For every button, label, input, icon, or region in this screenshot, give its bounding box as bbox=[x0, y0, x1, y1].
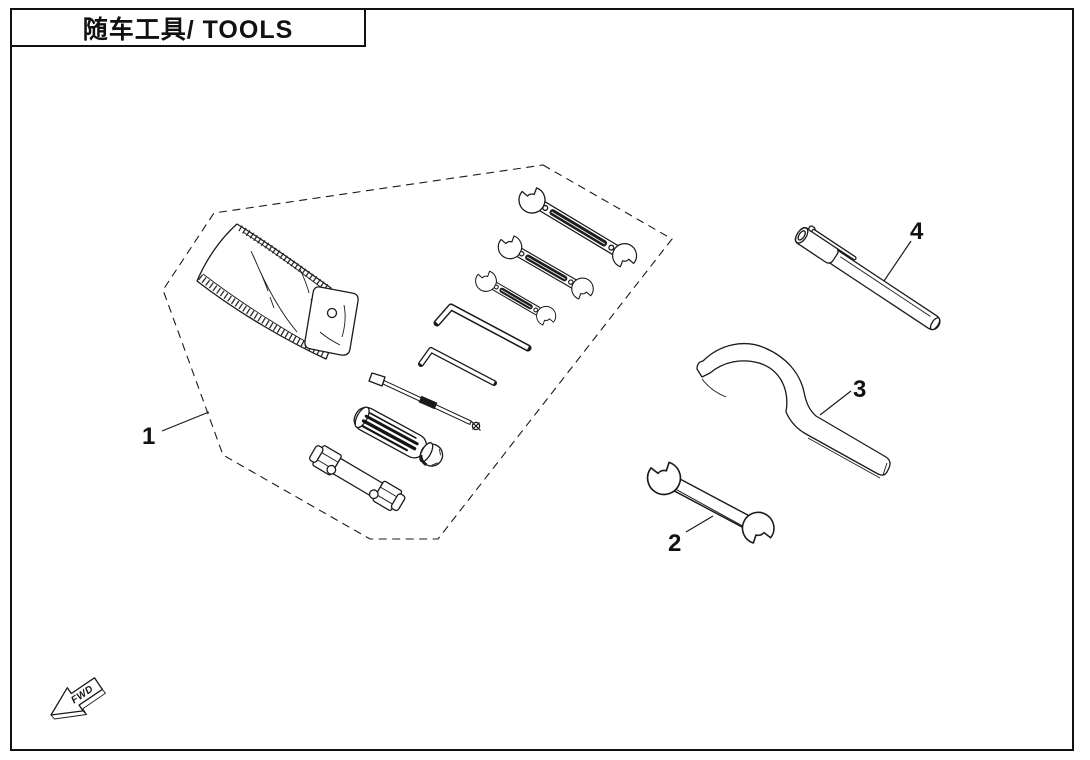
page-title: 随车工具/ TOOLS bbox=[82, 15, 294, 44]
callout-3: 3 bbox=[853, 376, 866, 403]
callout-leader-4 bbox=[883, 240, 912, 282]
open-end-wrench-large bbox=[513, 181, 642, 273]
title-box: 随车工具/ TOOLS bbox=[10, 8, 366, 47]
callout-2: 2 bbox=[668, 530, 681, 557]
spark-plug-socket bbox=[308, 445, 406, 512]
callout-4: 4 bbox=[910, 218, 924, 245]
screwdriver-shaft bbox=[368, 372, 481, 431]
hook-spanner bbox=[696, 342, 891, 479]
drawing-frame bbox=[10, 8, 1074, 751]
open-end-wrench-small bbox=[471, 266, 560, 330]
screwdriver-handle bbox=[353, 406, 444, 467]
open-end-wrench-medium bbox=[493, 230, 598, 305]
standalone-wrench bbox=[640, 454, 781, 551]
hex-key-large bbox=[433, 303, 532, 352]
pen-gauge bbox=[794, 225, 941, 331]
callout-leader-1 bbox=[161, 411, 210, 432]
callout-leader-2 bbox=[685, 515, 714, 533]
hex-key-small bbox=[418, 347, 497, 386]
callout-1: 1 bbox=[142, 423, 155, 450]
tool-bag-illustration bbox=[196, 223, 359, 360]
fwd-arrow: FWD bbox=[50, 677, 107, 720]
kit-boundary-outline bbox=[162, 164, 673, 540]
callout-leader-3 bbox=[819, 390, 852, 416]
